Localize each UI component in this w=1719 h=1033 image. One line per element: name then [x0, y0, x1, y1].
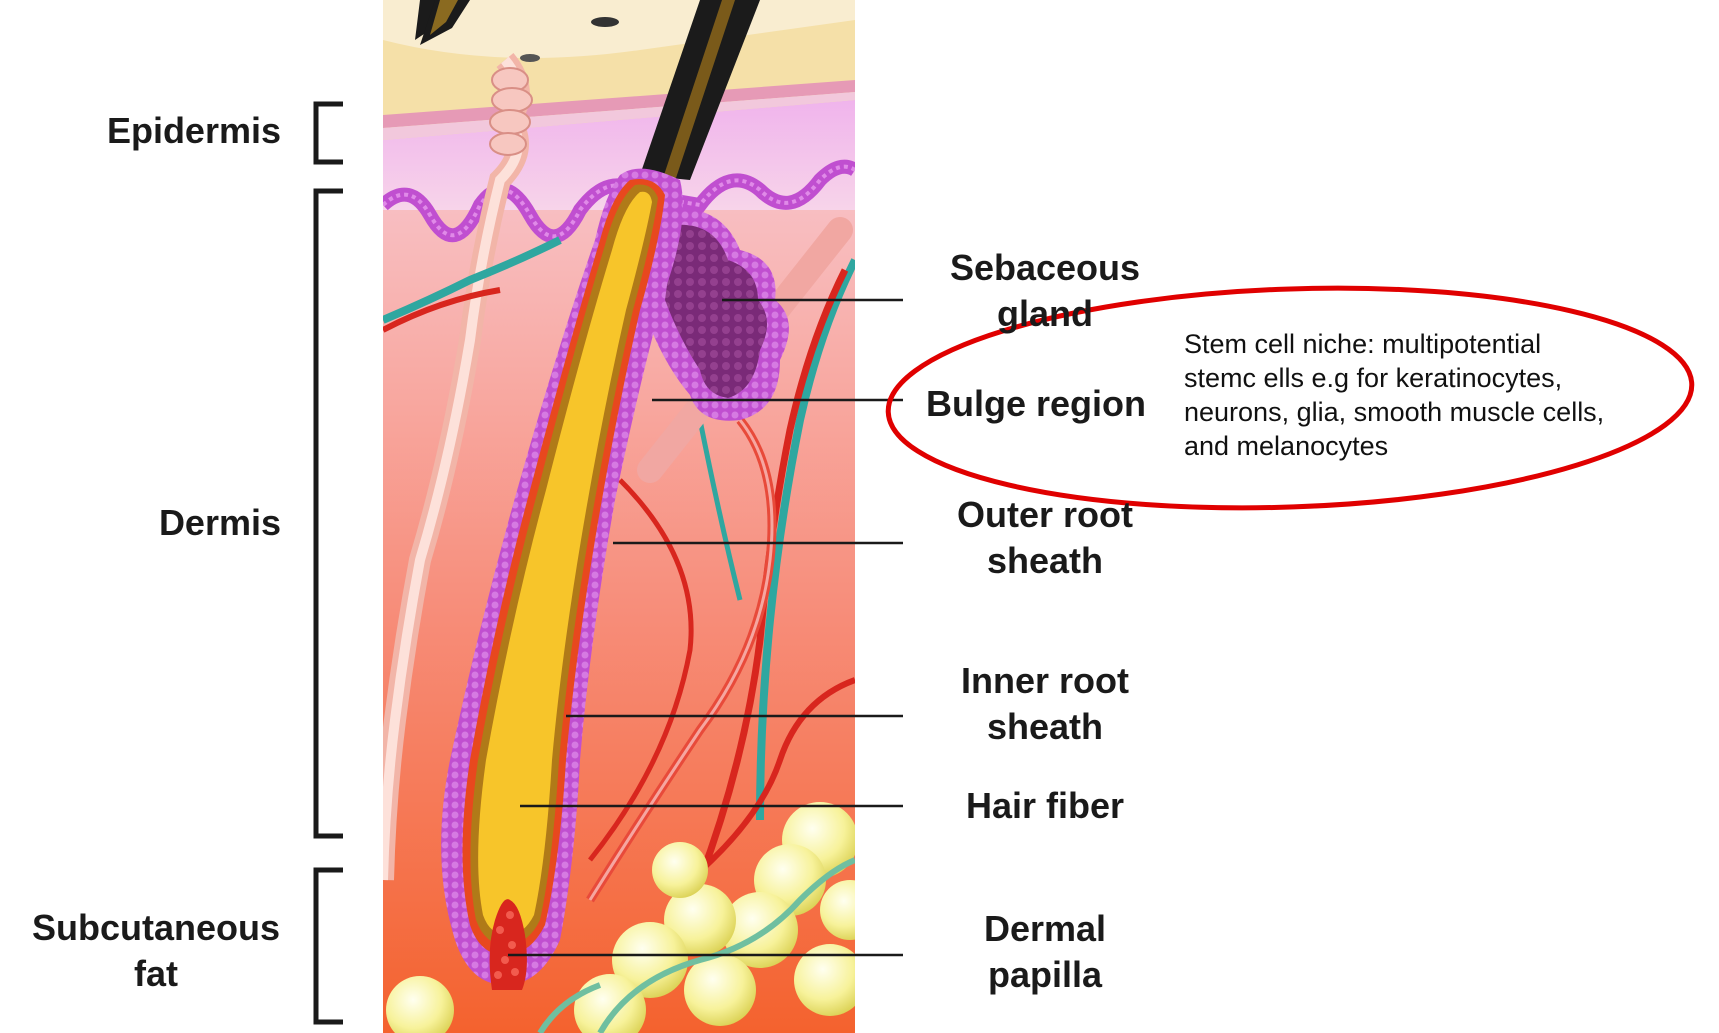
subcutaneous-bracket [316, 870, 343, 1022]
layer-brackets [316, 104, 343, 1022]
dermis-label: Dermis [159, 500, 281, 546]
bulge-region-label: Bulge region [926, 381, 1146, 427]
skin-tissue [383, 0, 880, 1033]
sebaceous-gland-label: Sebaceous gland [935, 245, 1155, 337]
inner-root-sheath-label: Inner root sheath [935, 658, 1155, 750]
hair-fiber-label: Hair fiber [935, 783, 1155, 829]
epidermis-bracket [316, 104, 343, 162]
dermis-bracket [316, 191, 343, 836]
outer-root-sheath-label: Outer root sheath [935, 492, 1155, 584]
subcutaneous-fat-label: Subcutaneous fat [16, 905, 296, 997]
epidermis-label: Epidermis [107, 108, 281, 154]
dermal-papilla-label: Dermal papilla [935, 906, 1155, 998]
stem-cell-niche-note: Stem cell niche: multipotential stemc el… [1184, 327, 1704, 463]
